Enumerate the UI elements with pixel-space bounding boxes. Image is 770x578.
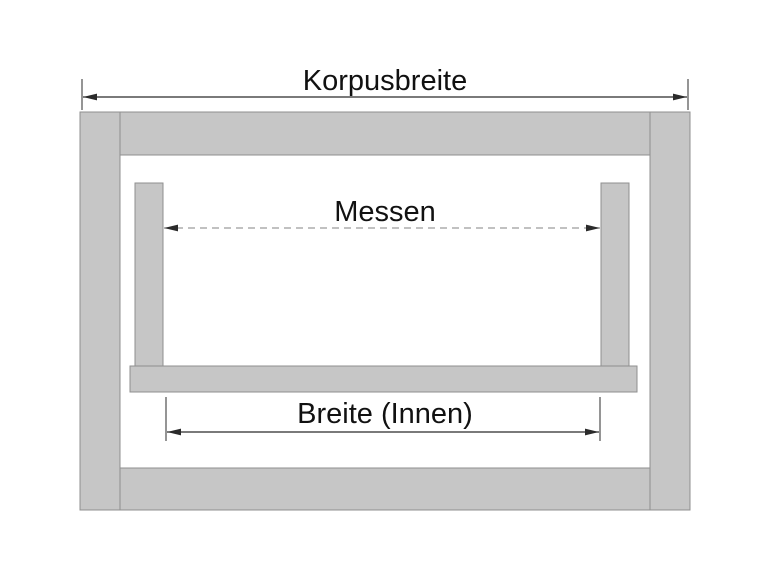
- carcass-right-panel: [649, 111, 691, 511]
- korpusbreite-label: Korpusbreite: [303, 65, 467, 97]
- carcass-bottom-panel: [119, 467, 651, 511]
- drawer-bottom-panel: [129, 365, 638, 393]
- messen-label: Messen: [334, 196, 436, 228]
- drawer-right-side: [600, 182, 630, 367]
- drawer-left-side: [134, 182, 164, 367]
- carcass-top-panel: [119, 111, 651, 156]
- breite-innen-label: Breite (Innen): [297, 398, 473, 430]
- carcass-left-panel: [79, 111, 121, 511]
